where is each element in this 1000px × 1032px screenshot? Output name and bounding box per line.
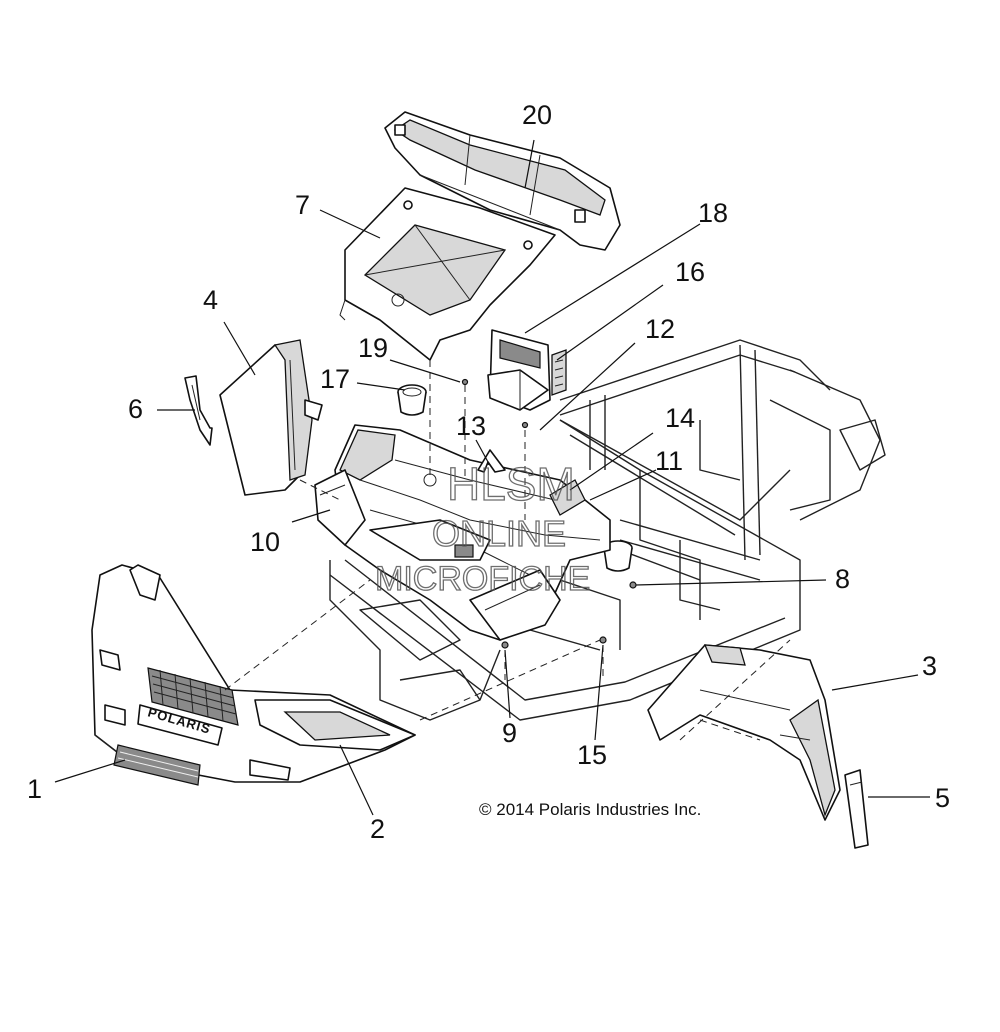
part-15-fastener bbox=[599, 636, 607, 644]
callout-5: 5 bbox=[935, 783, 950, 813]
callout-17: 17 bbox=[320, 364, 350, 394]
callout-16: 16 bbox=[675, 257, 705, 287]
chassis-frame bbox=[329, 339, 886, 721]
watermark-line-1: HLSM bbox=[447, 458, 575, 510]
callout-14: 14 bbox=[665, 403, 695, 433]
part-9-fastener bbox=[501, 641, 509, 649]
callout-7: 7 bbox=[295, 190, 310, 220]
callout-20: 20 bbox=[522, 100, 552, 130]
part-3-fender bbox=[647, 644, 841, 821]
part-20-dash-cover bbox=[384, 111, 621, 251]
part-18-vent bbox=[487, 329, 551, 411]
callout-12: 12 bbox=[645, 314, 675, 344]
callout-4: 4 bbox=[203, 285, 218, 315]
part-16-grille bbox=[551, 349, 567, 396]
callout-19: 19 bbox=[358, 333, 388, 363]
part-17-cupholder bbox=[397, 384, 427, 416]
part-13-bracket bbox=[477, 449, 506, 473]
assembly-lines bbox=[224, 360, 791, 741]
part-8-fastener bbox=[629, 581, 637, 589]
callout-18: 18 bbox=[698, 198, 728, 228]
callout-11: 11 bbox=[655, 446, 683, 476]
callout-8: 8 bbox=[835, 564, 850, 594]
watermark: HLSM ONLINE MICROFICHE bbox=[374, 457, 591, 598]
part-1-lower-grille bbox=[113, 744, 201, 786]
leader-lines bbox=[54, 139, 930, 816]
callout-15: 15 bbox=[577, 740, 607, 770]
part-2-front-fascia bbox=[91, 564, 416, 783]
callout-6: 6 bbox=[128, 394, 143, 424]
watermark-line-2: ONLINE bbox=[432, 513, 566, 554]
callout-3: 3 bbox=[922, 651, 937, 681]
part-7-hood bbox=[339, 187, 556, 361]
part-19-fastener bbox=[461, 378, 469, 386]
callout-2: 2 bbox=[370, 814, 385, 844]
dash-assembly bbox=[334, 424, 611, 641]
part-5-bracket bbox=[844, 769, 869, 849]
callout-1: 1 bbox=[27, 774, 42, 804]
part-4-side-panel bbox=[219, 339, 323, 496]
part-12-fastener bbox=[521, 421, 529, 429]
callout-10: 10 bbox=[250, 527, 280, 557]
copyright-text: © 2014 Polaris Industries Inc. bbox=[479, 800, 701, 819]
callout-9: 9 bbox=[502, 718, 517, 748]
callout-13: 13 bbox=[456, 411, 486, 441]
watermark-line-3: MICROFICHE bbox=[375, 560, 590, 598]
